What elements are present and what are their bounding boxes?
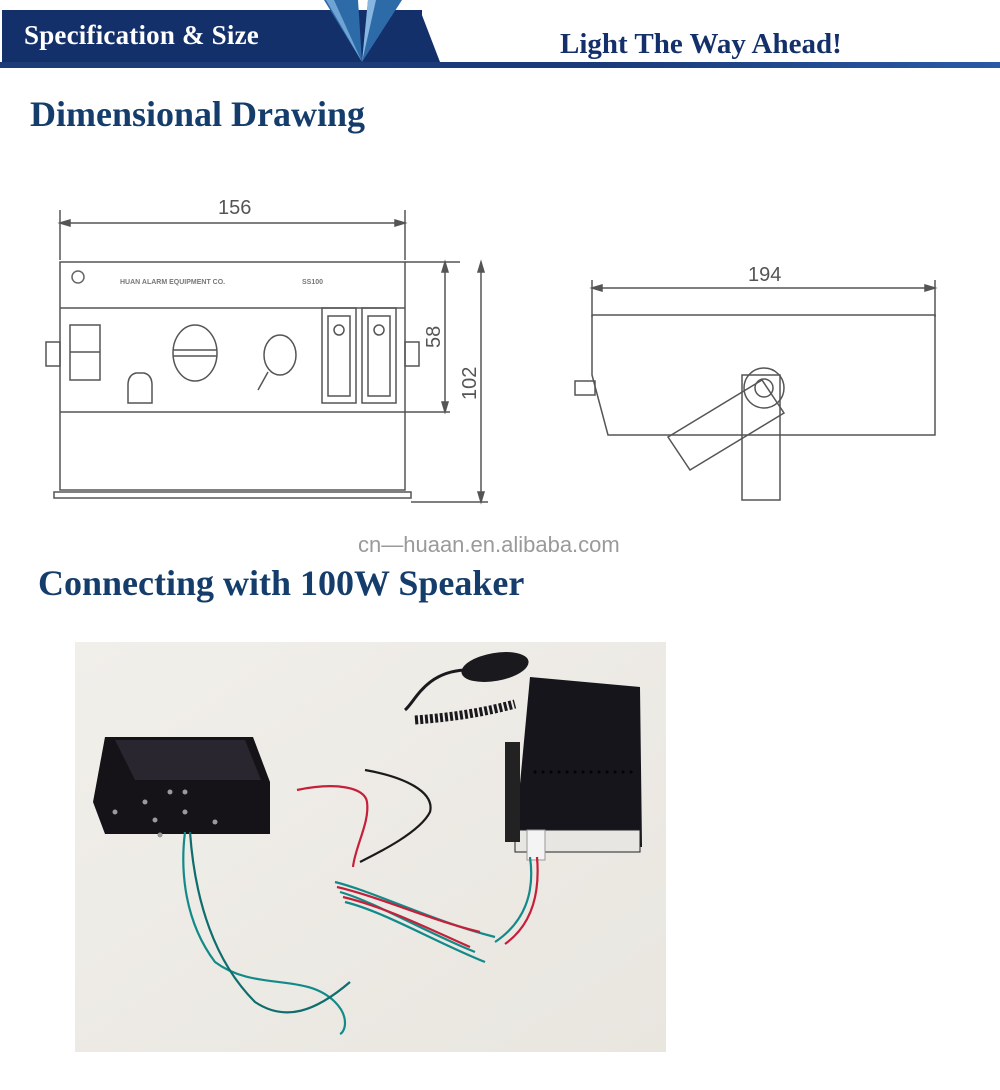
total-height-label: 102: [459, 367, 481, 400]
panel-model-text: SS100: [302, 279, 323, 286]
connection-title: Connecting with 100W Speaker: [38, 563, 525, 603]
connection-photo: [75, 642, 666, 1052]
front-view-drawing: 156 58 102 HUAN ALARM EQUIPMENT CO. SS10…: [45, 197, 488, 505]
dimensional-drawing-title: Dimensional Drawing: [30, 94, 366, 134]
amplifier-box-icon: [505, 677, 642, 861]
microphone-icon: [403, 652, 529, 725]
front-width-label: 156: [218, 197, 251, 219]
panel-company-text: HUAN ALARM EQUIPMENT CO.: [120, 279, 225, 286]
speaker-amplifier-illustration: [75, 642, 666, 1052]
wires-icon: [182, 768, 539, 1036]
company-logo-icon: [71, 270, 85, 284]
header-divider: [0, 62, 1000, 68]
side-view-drawing: 194: [574, 264, 938, 501]
panel-height-label: 58: [423, 326, 445, 348]
section-label: Specification & Size: [24, 20, 259, 50]
watermark-text: cn—huaan.en.alibaba.com: [358, 532, 620, 557]
banner-chevron-icon: [324, 0, 440, 62]
tagline: Light The Way Ahead!: [560, 28, 842, 60]
speaker-icon: [93, 737, 270, 838]
side-length-label: 194: [748, 264, 781, 286]
